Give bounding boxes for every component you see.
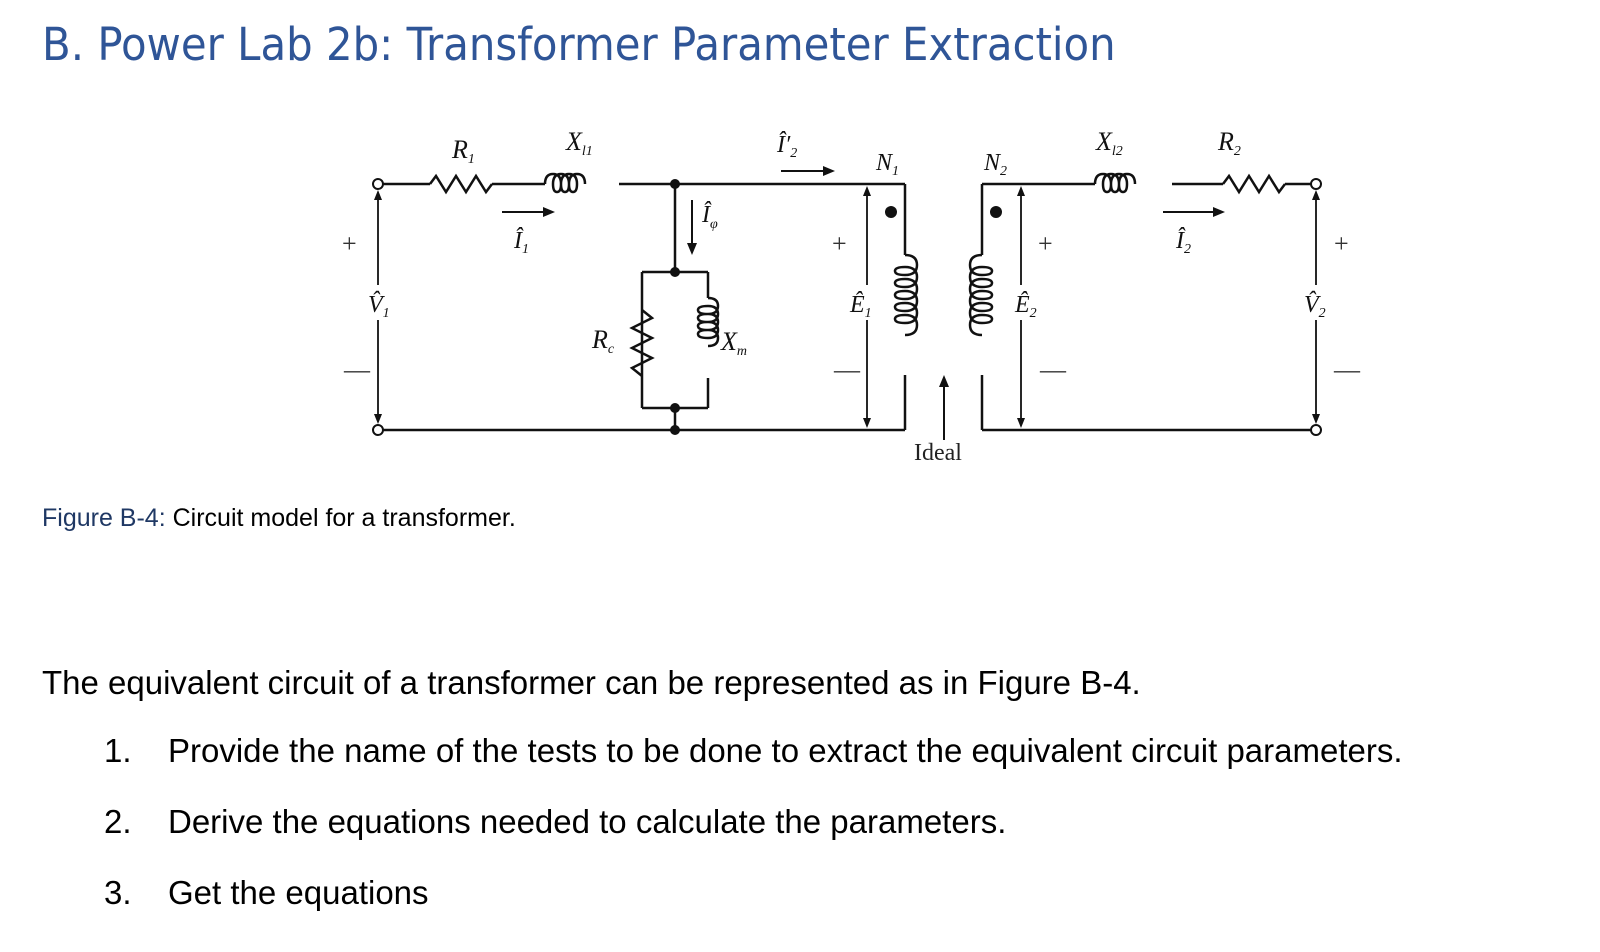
svg-text:Ideal: Ideal — [914, 440, 962, 466]
svg-text:+: + — [832, 229, 847, 258]
svg-text:+: + — [342, 229, 357, 258]
svg-text:R2: R2 — [1217, 127, 1241, 159]
svg-text:V̂1: V̂1 — [368, 291, 390, 321]
svg-text:Xl2: Xl2 — [1095, 127, 1123, 159]
figure-caption-text: Circuit model for a transformer. — [165, 504, 516, 532]
svg-text:Î′2: Î′2 — [776, 132, 797, 161]
svg-text:Î2: Î2 — [1175, 228, 1191, 257]
svg-text:Î1: Î1 — [513, 228, 529, 257]
svg-text:N1: N1 — [875, 150, 899, 179]
svg-text:Rc: Rc — [591, 325, 615, 357]
svg-text:—: — — [1333, 355, 1361, 384]
svg-text:—: — — [343, 355, 371, 384]
svg-text:R1: R1 — [451, 135, 475, 167]
list-item-text: Get the equations — [168, 874, 429, 911]
list-item-text: Provide the name of the tests to be done… — [168, 732, 1403, 769]
svg-text:+: + — [1038, 229, 1053, 258]
svg-text:N2: N2 — [983, 150, 1007, 179]
svg-text:—: — — [833, 355, 861, 384]
list-item-number: 1. — [104, 732, 132, 769]
list-item: 2. Derive the equations needed to calcula… — [104, 803, 1403, 874]
list-item-text: Derive the equations needed to calculate… — [168, 803, 1007, 840]
svg-text:Ê1: Ê1 — [849, 292, 872, 321]
svg-text:V̂2: V̂2 — [1304, 291, 1326, 321]
svg-text:Xm: Xm — [720, 327, 747, 359]
intro-paragraph: The equivalent circuit of a transformer … — [42, 664, 1141, 701]
figure-caption-label: Figure B-4: — [42, 504, 166, 532]
list-item: 1. Provide the name of the tests to be do… — [104, 732, 1403, 803]
svg-text:—: — — [1039, 355, 1067, 384]
svg-text:Xl1: Xl1 — [565, 127, 593, 159]
svg-text:+: + — [1334, 229, 1349, 258]
page-heading: B. Power Lab 2b: Transformer Parameter E… — [42, 18, 1116, 71]
svg-text:Îφ: Îφ — [701, 202, 718, 232]
list-item-number: 3. — [104, 874, 132, 911]
list-item: 3. Get the equations — [104, 874, 1403, 945]
transformer-circuit-figure: R1 Xl1 Î1 Îφ Rc Xm Î′2 N1 N2 Ê1 Ê2 Xl2 R… — [340, 110, 1400, 480]
list-item-number: 2. — [104, 803, 132, 840]
svg-text:Ê2: Ê2 — [1014, 292, 1037, 321]
figure-caption: Figure B-4: Circuit model for a transfor… — [42, 504, 516, 533]
task-list: 1. Provide the name of the tests to be do… — [104, 732, 1403, 945]
